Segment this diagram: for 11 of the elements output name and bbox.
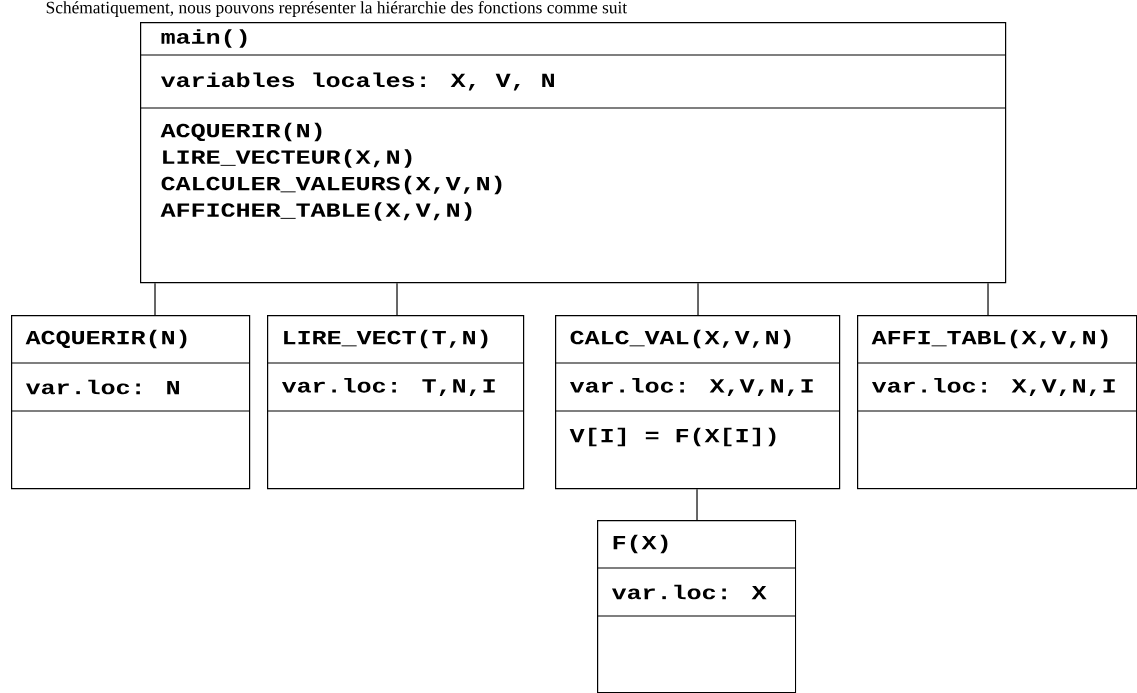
function-box: CALC_VAL(X,V,N) var.loc: X,V,N,I V[I] = F(X[I]) bbox=[554, 315, 841, 490]
function-box: AFFI_TABL(X,V,N) var.loc: X,V,N,I bbox=[856, 315, 1137, 490]
connector-line bbox=[697, 282, 699, 316]
connector-line bbox=[696, 488, 698, 521]
function-box: ACQUERIR(N) var.loc: N bbox=[10, 315, 251, 490]
connector-line bbox=[987, 282, 989, 316]
function-box: main() variables locales: X, V, N ACQUERIR(N) LIRE_VECTEUR(X,N) CALCULER_VALEURS(X,V,N) AFFICHER_TABLE(X,V,N) bbox=[139, 22, 1007, 284]
function-box: F(X) var.loc: X bbox=[596, 520, 797, 693]
function-box: LIRE_VECT(T,N) var.loc: T,N,I bbox=[266, 315, 525, 490]
connector-line bbox=[154, 282, 156, 316]
connector-line bbox=[396, 282, 398, 316]
